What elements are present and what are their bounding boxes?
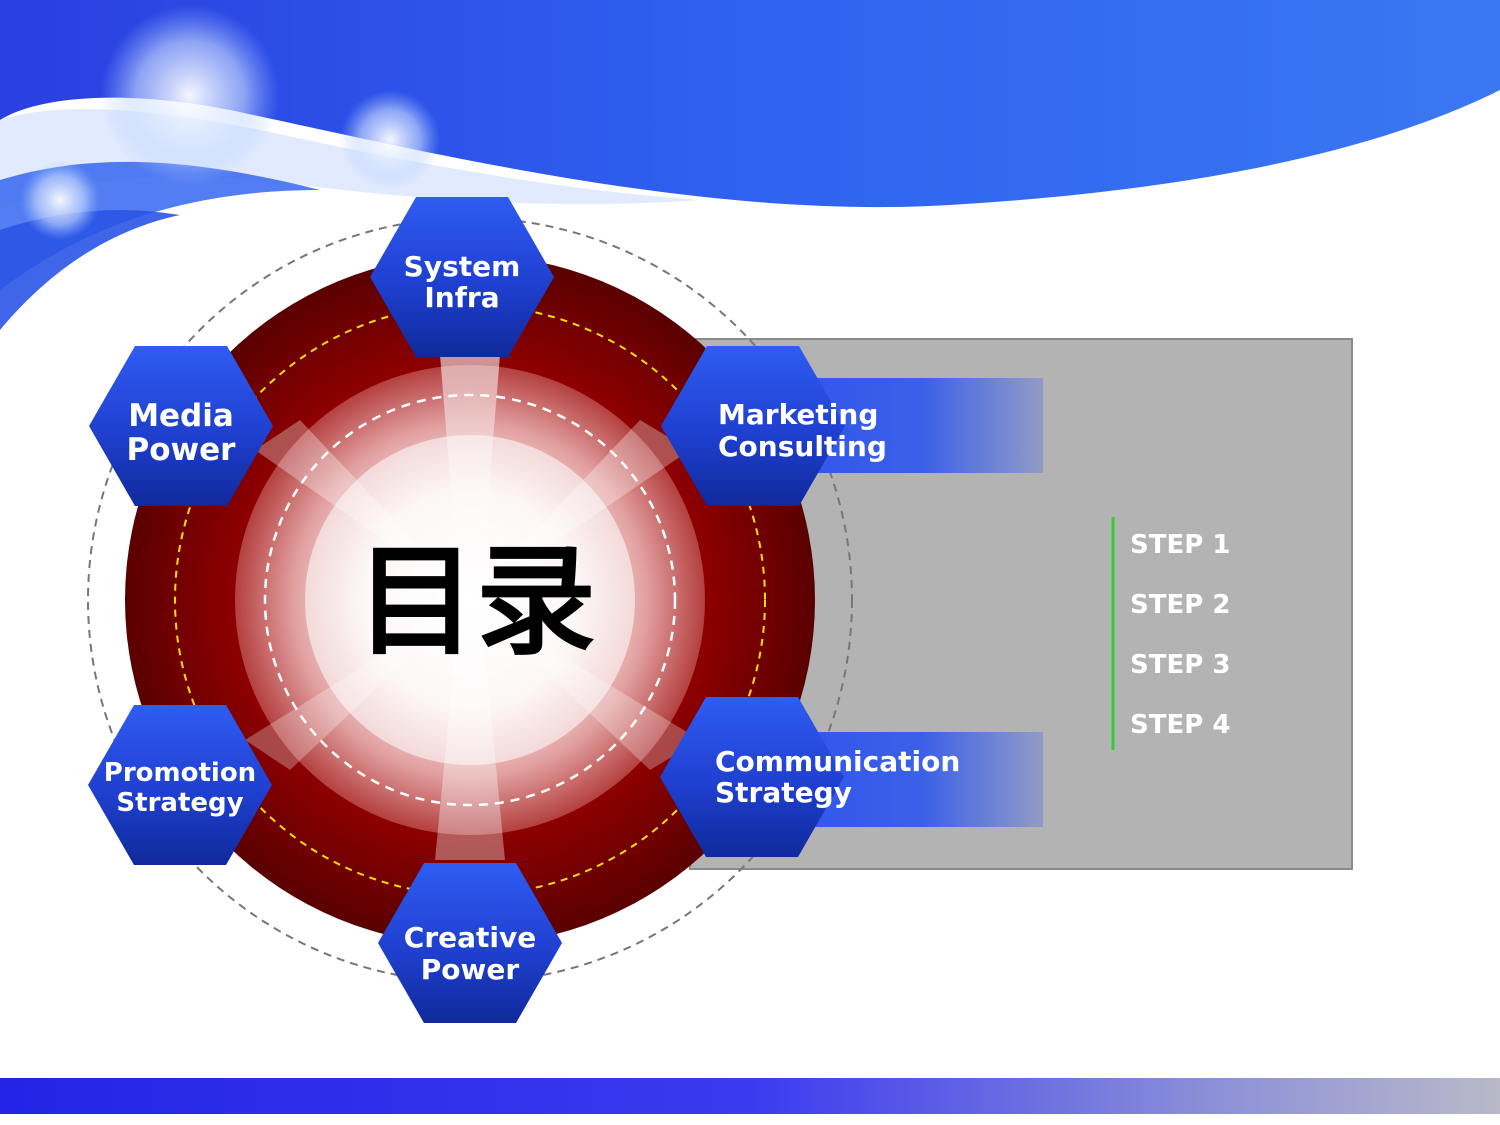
light-spokes (245, 355, 700, 860)
hex-label-line2: Power (127, 432, 237, 468)
hex-label-line1: Creative (404, 921, 536, 954)
hexagon-shape (378, 863, 562, 1023)
yellow-dashed-ring (174, 304, 766, 896)
step-1[interactable]: STEP 1 (1130, 530, 1230, 560)
hex-label-line2: Strategy (116, 788, 243, 818)
hexagon-shape (370, 197, 554, 357)
hexagon-shape (88, 705, 272, 865)
hex-label-line1: Promotion (104, 758, 256, 788)
glow-orb-small (20, 160, 100, 240)
hex-label-line1: System (404, 250, 521, 283)
hex-label-line1: Communication (715, 745, 960, 778)
hex-label-line2: Power (421, 953, 520, 986)
hex-label-line2: Strategy (715, 776, 852, 809)
hexagon-shape (660, 697, 844, 857)
step-2[interactable]: STEP 2 (1130, 590, 1230, 620)
center-title: 目录 (356, 533, 596, 672)
hexagon-shape (661, 346, 845, 506)
hex-label-line2: Infra (424, 281, 499, 314)
step-3[interactable]: STEP 3 (1130, 650, 1230, 680)
hex-label-line1: Media (128, 398, 234, 434)
step-4[interactable]: STEP 4 (1130, 710, 1230, 740)
hexagon-shape (89, 346, 273, 506)
hex-label-line1: Marketing (718, 398, 878, 431)
hex-label-line2: Consulting (718, 430, 887, 463)
steps-list: STEP 1 STEP 2 STEP 3 STEP 4 (1130, 530, 1230, 740)
glow-orb-medium (340, 90, 440, 190)
header-wave (0, 0, 1500, 330)
bottom-bar (0, 1078, 1500, 1114)
glow-orb-large (100, 5, 280, 185)
